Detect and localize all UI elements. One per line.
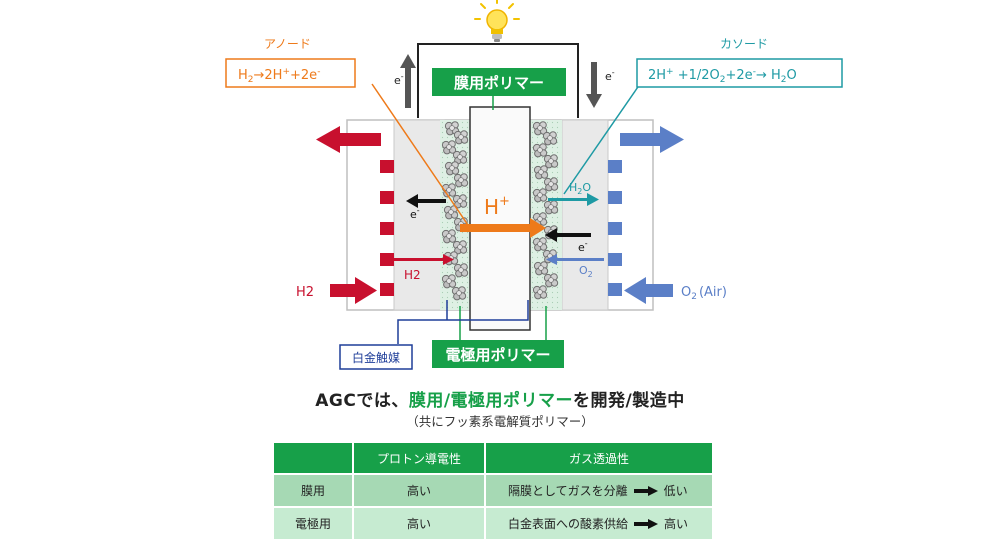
- cathode-leader-line: [563, 83, 641, 195]
- comparison-table: プロトン導電性 ガス透過性 膜用 高い 隔膜としてガスを分離 低い 電極用 高い …: [274, 443, 714, 541]
- table-cell-permeability: 隔膜としてガスを分離 低い: [485, 474, 714, 508]
- proton-arrow: [460, 218, 546, 238]
- table-cell-name: 電極用: [274, 507, 354, 541]
- electrode-polymer-badge: [432, 340, 564, 368]
- catalyst-label-leader: [397, 300, 529, 344]
- cathode-title: カソード: [720, 37, 768, 51]
- o2-inlet-label: O2(Air): [681, 285, 727, 302]
- caption-prefix: AGCでは、: [315, 391, 409, 411]
- table-cell-conductivity: 高い: [353, 474, 486, 508]
- caption-highlight: 膜用/電極用ポリマー: [408, 391, 574, 411]
- membrane-polymer-badge: [432, 68, 566, 96]
- h2-inner-label: H2: [404, 268, 421, 282]
- o2-inner-label: O2: [579, 264, 593, 279]
- table-header-permeability: ガス透過性: [485, 443, 714, 475]
- anode-reaction: H2→2H++2e-: [238, 67, 320, 85]
- h2-exhaust-arrow: [316, 126, 381, 153]
- h2-inlet-arrow: [330, 277, 377, 304]
- h2-inlet-label: H2: [296, 285, 314, 300]
- o2-channel-ribs: [608, 160, 622, 296]
- permeability-result: 高い: [664, 517, 689, 531]
- cathode-block: [561, 119, 609, 311]
- table-row: 膜用 高い 隔膜としてガスを分離 低い: [274, 474, 714, 508]
- table-header-row: プロトン導電性 ガス透過性: [274, 443, 714, 475]
- cathode-reaction-box: [636, 58, 843, 88]
- cathode-reaction: 2H+ +1/2O2+2e-→ H2O: [648, 67, 797, 85]
- membrane: [469, 106, 531, 331]
- electron-arrow-anode: [406, 194, 446, 208]
- anode-block: [393, 119, 445, 311]
- permeability-note: 隔膜としてガスを分離: [508, 484, 628, 498]
- caption-main: AGCでは、膜用/電極用ポリマーを開発/製造中: [0, 386, 1000, 411]
- electron-label-anode: e-: [410, 206, 420, 221]
- caption-sub: （共にフッ素系電解質ポリマー）: [406, 414, 594, 429]
- o2-inner-arrow: [546, 254, 604, 265]
- electron-label-right: e-: [605, 68, 615, 83]
- permeability-note: 白金表面への酸素供給: [508, 517, 629, 531]
- table-cell-name: 膜用: [274, 474, 354, 508]
- h2o-label: H2O: [569, 181, 591, 196]
- o2-inlet-arrow: [624, 277, 673, 304]
- electrode-polymer-label: 電極用ポリマー: [445, 346, 550, 364]
- electron-label-cathode: e-: [578, 239, 588, 254]
- anode-title: アノード: [264, 37, 311, 51]
- table-cell-conductivity: 高い: [353, 507, 486, 541]
- electron-label-left: e-: [394, 72, 404, 87]
- h2-inner-arrow: [394, 254, 454, 265]
- table-header-conductivity: プロトン導電性: [353, 443, 486, 475]
- table-cell-permeability: 白金表面への酸素供給 高い: [485, 507, 714, 541]
- caption-suffix: を開発/製造中: [573, 391, 685, 411]
- platinum-catalyst-badge: [339, 344, 413, 370]
- anode-reaction-box: [225, 58, 356, 88]
- permeability-result: 低い: [663, 484, 688, 498]
- anode-leader-line: [371, 83, 471, 229]
- proton-label: H+: [484, 194, 510, 219]
- electron-up-arrow: [400, 54, 416, 108]
- arrow-right-icon: [633, 485, 658, 496]
- h2-channel-ribs: [380, 160, 394, 296]
- h2o-arrow: [548, 193, 599, 206]
- table-row: 電極用 高い 白金表面への酸素供給 高い: [274, 507, 714, 541]
- electron-down-arrow: [586, 62, 602, 108]
- lightbulb-icon: [474, 0, 520, 42]
- platinum-catalyst-label: 白金触媒: [352, 350, 400, 365]
- arrow-right-icon: [634, 518, 659, 529]
- membrane-polymer-label: 膜用ポリマー: [454, 74, 544, 92]
- external-circuit-wire: [417, 43, 579, 118]
- o2-exhaust-arrow: [620, 126, 684, 153]
- electron-arrow-cathode: [545, 228, 591, 242]
- table-header-blank: [274, 443, 354, 475]
